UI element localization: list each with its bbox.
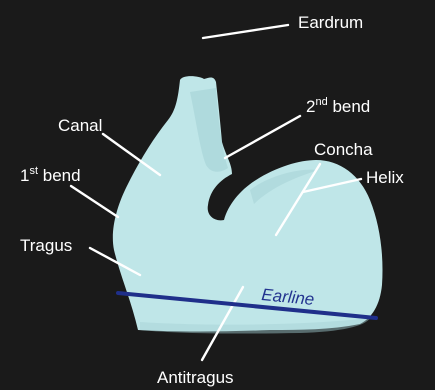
first-bend-label: 1st bend: [20, 165, 81, 185]
canal-label: Canal: [58, 116, 102, 135]
second-bend-number: 2: [306, 97, 315, 116]
first-bend-number: 1: [20, 166, 29, 185]
first-bend-word: bend: [38, 166, 81, 185]
second-bend-superscript: nd: [315, 96, 327, 108]
concha-label: Concha: [314, 140, 373, 159]
antitragus-label: Antitragus: [157, 368, 234, 387]
tragus-label: Tragus: [20, 236, 72, 255]
helix-label: Helix: [366, 168, 404, 187]
second-bend-word: bend: [328, 97, 371, 116]
eardrum-label: Eardrum: [298, 13, 363, 32]
first-bend-superscript: st: [29, 165, 38, 177]
